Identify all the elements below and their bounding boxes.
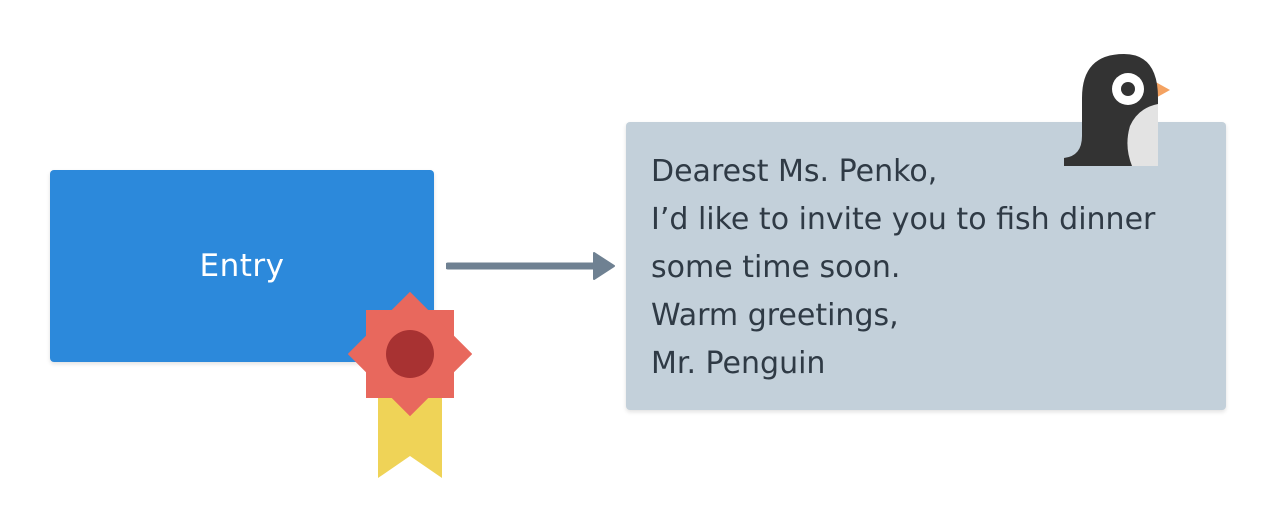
letter-greeting: Dearest Ms. Penko,: [651, 154, 938, 189]
penguin-icon: [1064, 54, 1170, 166]
award-ribbon-icon: [348, 292, 472, 478]
letter-body-line-2: some time soon.: [651, 250, 901, 285]
letter-body-line-1: I’d like to invite you to fish dinner: [651, 202, 1156, 237]
arrow-head: [593, 252, 615, 280]
ribbon-tail: [378, 388, 442, 478]
penguin-belly: [1127, 104, 1158, 166]
entry-box[interactable]: Entry: [50, 170, 434, 362]
entry-label: Entry: [199, 248, 285, 284]
letter-closing: Warm greetings,: [651, 298, 899, 333]
penguin-eye-pupil: [1121, 82, 1135, 96]
letter-box: Dearest Ms. Penko, I’d like to invite yo…: [626, 122, 1226, 410]
letter-signature: Mr. Penguin: [651, 346, 826, 381]
arrow-right-icon: [446, 252, 615, 280]
badge-center: [386, 330, 434, 378]
